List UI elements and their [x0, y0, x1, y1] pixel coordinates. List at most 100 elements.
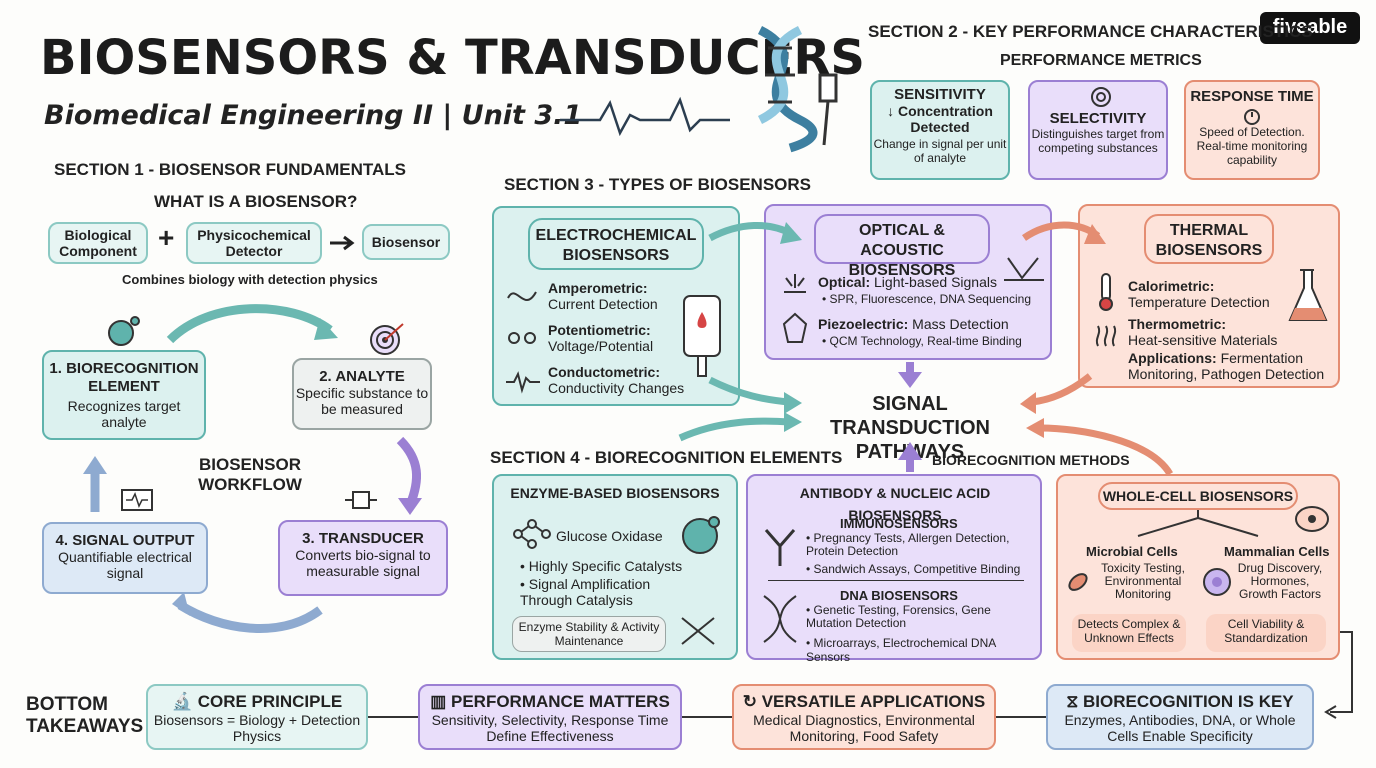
- antibody-icon: [764, 529, 796, 566]
- biorecognition-methods-label: BIORECOGNITION METHODS: [932, 452, 1130, 468]
- step-3-desc: Converts bio-signal to measurable signal: [295, 547, 431, 579]
- biosensor-result-box: Biosensor: [362, 224, 450, 260]
- amperometric-item: Amperometric:Current Detection: [548, 280, 658, 312]
- antibody-nucleic-card: ANTIBODY & NUCLEIC ACID BIOSENSORS IMMUN…: [746, 474, 1042, 664]
- core-principle-title: 🔬 CORE PRINCIPLE: [148, 692, 366, 712]
- section1-heading: SECTION 1 - BIOSENSOR FUNDAMENTALS: [54, 160, 406, 179]
- response-time-title: RESPONSE TIME: [1190, 88, 1314, 105]
- branch-arrows: [1137, 510, 1259, 537]
- calorimetric-desc: Temperature Detection: [1128, 294, 1270, 310]
- performance-metrics-label: PERFORMANCE METRICS: [1000, 52, 1202, 69]
- thermal-card: THERMAL BIOSENSORS Calorimetric:Temperat…: [1078, 204, 1340, 388]
- biosensor-caption: Combines biology with detection physics: [122, 272, 378, 287]
- optical-bullet-text: SPR, Fluorescence, DNA Sequencing: [829, 292, 1031, 306]
- conductometric-name: Conductometric:: [548, 364, 660, 380]
- takeaway-performance: ▥ PERFORMANCE MATTERS Sensitivity, Selec…: [418, 684, 682, 750]
- bottom-takeaways-label: BOTTOM TAKEAWAYS: [26, 694, 144, 737]
- bar-chart-icon: ▥: [430, 692, 447, 711]
- dna-bullet-1: • Genetic Testing, Forensics, Gene Mutat…: [806, 603, 991, 630]
- antibody-title: ANTIBODY & NUCLEIC ACID BIOSENSORS: [752, 482, 1038, 523]
- broken-link-icon: [681, 617, 715, 645]
- optical-title: OPTICAL & ACOUSTIC BIOSENSORS: [814, 214, 990, 279]
- whole-cell-note-right: Cell Viability & Standardization: [1206, 614, 1326, 652]
- applications-desc: Fermentation Monitoring, Pathogen Detect…: [1128, 350, 1325, 382]
- sensitivity-sub: ↓ Concentration Detected: [887, 103, 993, 135]
- conductometric-item: Conductometric:Conductivity Changes: [548, 364, 684, 396]
- target-icon: [370, 323, 404, 355]
- electrochemical-card: ELECTROCHEMICAL BIOSENSORS Amperometric:…: [492, 206, 740, 406]
- whole-cell-title: WHOLE-CELL BIOSENSORS: [1098, 482, 1298, 510]
- step-4-title: 4. SIGNAL OUTPUT: [55, 532, 195, 549]
- workflow-label: BIOSENSOR WORKFLOW: [198, 455, 302, 494]
- optical-acoustic-card: OPTICAL & ACOUSTIC BIOSENSORS Optical: L…: [764, 204, 1052, 360]
- cell-icon: [1203, 568, 1231, 596]
- brand-logo[interactable]: fiveable: [1260, 12, 1360, 44]
- arrow-right-icon: [330, 235, 355, 251]
- takeaway-core-principle: 🔬 CORE PRINCIPLE Biosensors = Biology + …: [146, 684, 368, 750]
- dna-bullet-2: • Microarrays, Electrochemical DNA Senso…: [806, 636, 996, 664]
- conductometric-desc: Conductivity Changes: [548, 380, 685, 396]
- dna-icon: [763, 595, 797, 643]
- immuno-bullet-2-text: Sandwich Assays, Competitive Binding: [813, 562, 1021, 576]
- whole-cell-note-left: Detects Complex & Unknown Effects: [1072, 614, 1186, 652]
- piezo-bullet-text: QCM Technology, Real-time Binding: [829, 334, 1022, 348]
- versatile-desc: Medical Diagnostics, Environmental Monit…: [753, 712, 975, 744]
- enzyme-icon: [682, 516, 720, 554]
- section4-heading: SECTION 4 - BIORECOGNITION ELEMENTS: [490, 448, 843, 467]
- enzyme-note: Enzyme Stability & Activity Maintenance: [512, 616, 666, 652]
- heartbeat-icon: [560, 96, 730, 137]
- step-4-desc: Quantifiable electrical signal: [58, 549, 192, 581]
- biological-component-box: Biological Component: [48, 222, 148, 264]
- light-crystal-icons: [782, 274, 808, 343]
- workflow-step-3: 3. TRANSDUCER Converts bio-signal to mea…: [278, 520, 448, 596]
- immuno-bullet-2: • Sandwich Assays, Competitive Binding: [806, 562, 1021, 576]
- piezo-item: Piezoelectric: Mass Detection: [818, 316, 1009, 332]
- metric-selectivity: SELECTIVITY Distinguishes target from co…: [1028, 80, 1168, 180]
- versatile-title: ↻ VERSATILE APPLICATIONS: [734, 692, 994, 712]
- step-2-desc: Specific substance to be measured: [295, 385, 429, 417]
- enzyme-bullet-1: • Highly Specific Catalysts: [520, 558, 683, 574]
- sensitivity-title: SENSITIVITY: [894, 86, 986, 103]
- section2-heading: SECTION 2 - KEY PERFORMANCE CHARACTERIST…: [868, 22, 1313, 41]
- electrochemical-title: ELECTROCHEMICAL BIOSENSORS: [528, 218, 704, 270]
- electrode-icons: [506, 291, 540, 394]
- flask-icon: [1288, 269, 1328, 321]
- selectivity-desc: Distinguishes target from competing subs…: [1031, 127, 1165, 155]
- enzyme-title: ENZYME-BASED BIOSENSORS: [502, 482, 728, 508]
- thermometric-item: Thermometric:Heat-sensitive Materials: [1128, 316, 1277, 348]
- dna-icon: ⧖: [1066, 692, 1079, 711]
- page-title: BIOSENSORS & TRANSDUCERS: [40, 30, 865, 86]
- microscope-icon: 🔬: [171, 692, 193, 711]
- step-3-title: 3. TRANSDUCER: [302, 530, 424, 547]
- piezo-bullet: • QCM Technology, Real-time Binding: [822, 334, 1022, 348]
- amperometric-desc: Current Detection: [548, 296, 658, 312]
- immuno-bullet-1: • Pregnancy Tests, Allergen Detection, P…: [806, 531, 1010, 558]
- optical-desc: Light-based Signals: [874, 274, 997, 290]
- dna-helix-icon: [757, 25, 838, 153]
- enzyme-card: ENZYME-BASED BIOSENSORS Glucose Oxidase …: [492, 474, 738, 660]
- enzyme-bullet-2: • Signal Amplification Through Catalysis: [520, 576, 651, 608]
- target-icon: [1091, 87, 1111, 107]
- physicochemical-detector-box: Physicochemical Detector: [186, 222, 322, 264]
- workflow-step-1: 1. BIORECOGNITION ELEMENT Recognizes tar…: [42, 350, 206, 440]
- page-subtitle: Biomedical Engineering II | Unit 3.1: [44, 100, 583, 131]
- metric-sensitivity: SENSITIVITY ↓ Concentration Detected Cha…: [870, 80, 1010, 180]
- sensitivity-desc: Change in signal per unit of analyte: [873, 137, 1007, 165]
- performance-title: ▥ PERFORMANCE MATTERS: [420, 692, 680, 712]
- thermometric-desc: Heat-sensitive Materials: [1128, 332, 1278, 348]
- monitor-icon: [121, 489, 153, 511]
- microbial-desc: Toxicity Testing, Environmental Monitori…: [1101, 561, 1185, 601]
- divider: [768, 580, 1024, 581]
- selectivity-title: SELECTIVITY: [1049, 110, 1147, 127]
- workflow-step-2: 2. ANALYTE Specific substance to be meas…: [292, 358, 432, 430]
- whole-cell-card: WHOLE-CELL BIOSENSORS Microbial Cells To…: [1056, 474, 1340, 660]
- biorecognition-desc: Enzymes, Antibodies, DNA, or Whole Cells…: [1064, 712, 1296, 744]
- mammalian-cells-title: Mammalian Cells: [1224, 544, 1330, 559]
- potentiometric-desc: Voltage/Potential: [548, 338, 654, 354]
- plus-sign: +: [158, 222, 175, 253]
- biorecognition-title: ⧖ BIORECOGNITION IS KEY: [1048, 692, 1312, 712]
- performance-desc: Sensitivity, Selectivity, Response Time …: [431, 712, 669, 744]
